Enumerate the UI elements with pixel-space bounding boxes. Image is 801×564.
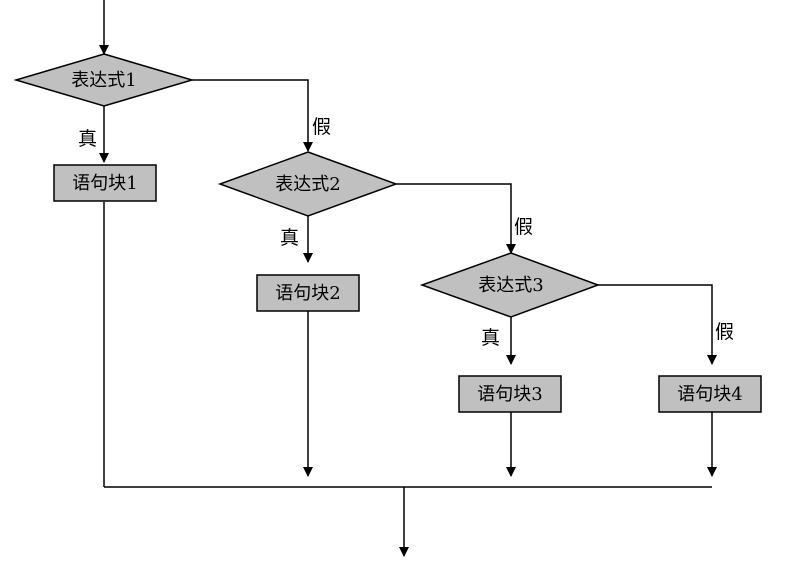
block-3-box — [458, 375, 562, 413]
edge-d1-false — [192, 79, 313, 152]
block-4-label: 语句块4 — [677, 384, 742, 405]
block-3: 语句块3 — [458, 375, 562, 413]
decision-2-true-label: 真 — [280, 227, 299, 249]
block-4: 语句块4 — [658, 375, 762, 413]
decision-3-label: 表达式3 — [478, 275, 543, 296]
decision-3: 表达式3 — [419, 252, 601, 318]
block-2: 语句块2 — [256, 274, 360, 312]
block-1-box — [53, 164, 157, 202]
block-2-label: 语句块2 — [275, 283, 340, 304]
decision-3-false-label: 假 — [715, 321, 734, 343]
block-4-box — [658, 375, 762, 413]
decision-1-false-label: 假 — [312, 116, 331, 138]
edge-d2-false — [396, 183, 516, 254]
decision-2-diamond — [217, 151, 399, 217]
edge-d3-false — [598, 284, 717, 365]
decision-3-true-label: 真 — [481, 327, 500, 349]
block-3-label: 语句块3 — [477, 384, 542, 405]
block-1: 语句块1 — [53, 164, 157, 202]
decision-2-false-label: 假 — [514, 216, 533, 238]
decision-1-label: 表达式1 — [71, 70, 136, 91]
decision-1-true-label: 真 — [78, 128, 97, 150]
block-1-label: 语句块1 — [72, 173, 137, 194]
decision-1-diamond — [13, 53, 195, 107]
block-2-box — [256, 274, 360, 312]
decision-3-diamond — [419, 252, 601, 318]
decision-2: 表达式2 — [217, 151, 399, 217]
decision-2-label: 表达式2 — [275, 174, 340, 195]
connectors — [99, 0, 717, 557]
decision-1: 表达式1 — [13, 53, 195, 107]
